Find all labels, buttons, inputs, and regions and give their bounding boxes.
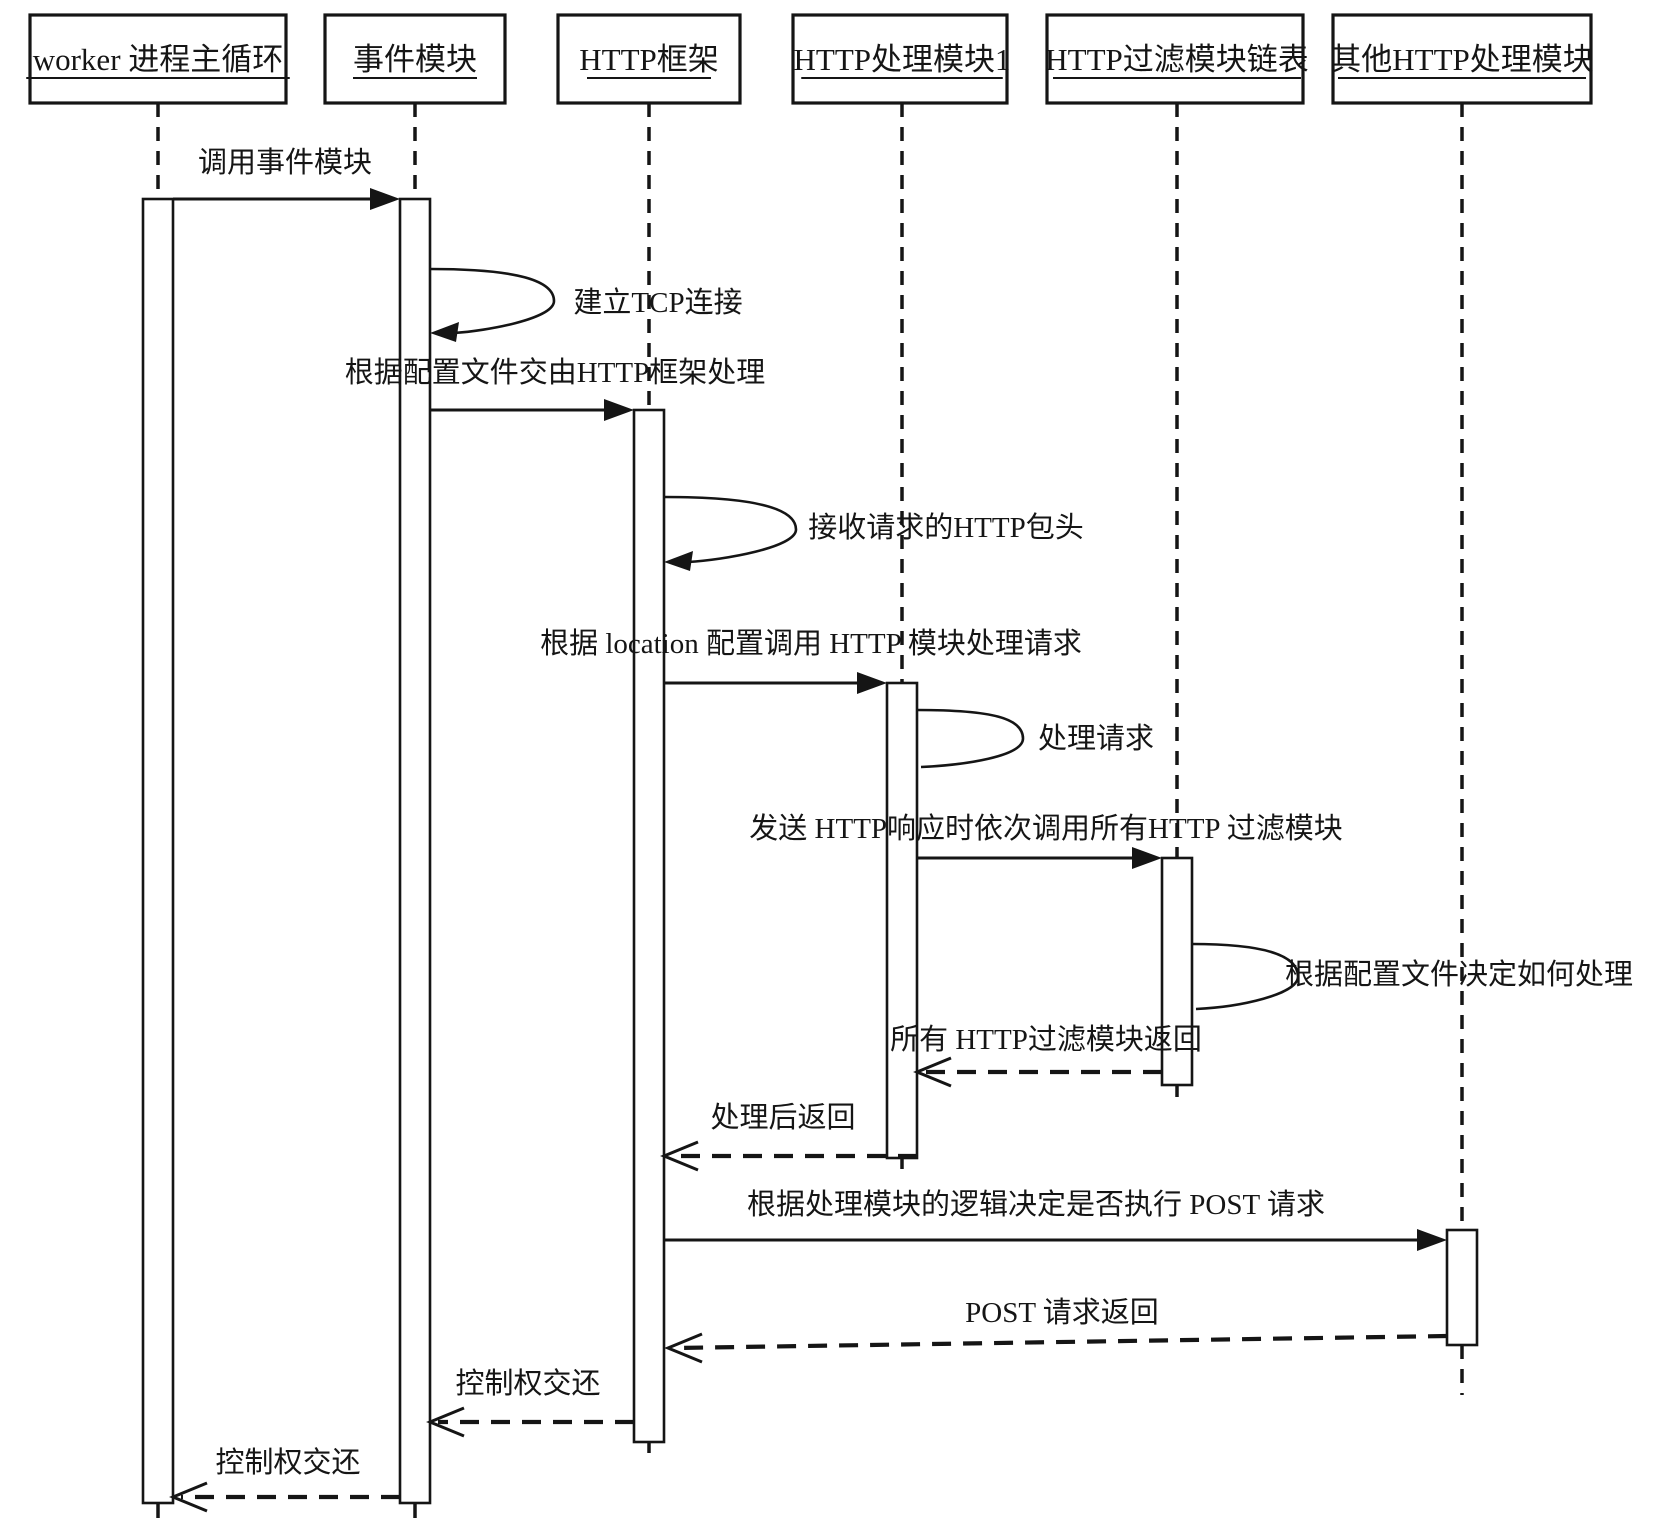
self-message-process-request-loop: [916, 708, 1025, 769]
activation-bar-http-handler-module-1: [885, 681, 919, 1160]
message-call-event-module-arrowhead: [370, 188, 400, 210]
return-post-request-line: [675, 1333, 1448, 1351]
participant-label-event-module: 事件模块: [353, 42, 477, 77]
message-execute-post-request-label: 根据处理模块的逻辑决定是否执行 POST 请求: [747, 1188, 1325, 1221]
message-handoff-to-http-framework-arrowhead: [604, 399, 634, 421]
message-handoff-to-http-framework-label: 根据配置文件交由HTTP框架处理: [345, 356, 766, 389]
participant-box-http-handler-module-1: [791, 13, 1009, 105]
return-control-to-event-module-label: 控制权交还: [455, 1367, 600, 1400]
activation-bar-other-http-handler-module: [1445, 1228, 1479, 1347]
participant-label-http-framework: HTTP框架: [579, 42, 719, 77]
return-control-to-worker-arrowhead: [169, 1481, 208, 1513]
participant-label-other-http-handler-module: 其他HTTP处理模块: [1330, 42, 1594, 77]
self-message-establish-tcp-connection-label: 建立TCP连接: [573, 286, 742, 319]
participant-label-http-filter-module-chain: HTTP过滤模块链表: [1045, 42, 1309, 77]
participant-box-http-filter-module-chain: [1045, 13, 1305, 105]
message-invoke-all-filter-modules-arrowhead: [1132, 847, 1162, 869]
return-control-to-event-module-arrowhead: [426, 1406, 465, 1438]
participant-label-http-handler-module-1: HTTP处理模块1: [794, 42, 1011, 77]
message-execute-post-request-arrowhead: [1417, 1229, 1447, 1251]
self-message-process-request-label: 处理请求: [1038, 722, 1154, 755]
self-message-establish-tcp-connection-loop: [429, 267, 556, 335]
self-message-decide-by-config-loop: [1191, 942, 1300, 1011]
message-call-event-module-label: 调用事件模块: [198, 146, 372, 179]
participant-box-other-http-handler-module: [1331, 13, 1593, 105]
self-message-establish-tcp-connection-arrowhead: [430, 322, 459, 342]
activation-bar-event-module: [398, 197, 432, 1505]
self-message-receive-http-header-loop: [663, 495, 798, 564]
return-all-filter-modules-label: 所有 HTTP过滤模块返回: [890, 1023, 1202, 1056]
message-invoke-http-module-by-location-label: 根据 location 配置调用 HTTP 模块处理请求: [540, 627, 1082, 660]
participant-label-worker-main-loop: worker 进程主循环: [33, 42, 284, 77]
return-after-processing-arrowhead: [660, 1140, 699, 1172]
self-message-decide-by-config-label: 根据配置文件决定如何处理: [1285, 958, 1633, 991]
activation-bar-http-framework: [632, 408, 666, 1444]
participant-box-worker-main-loop: [28, 13, 288, 105]
activation-bar-http-filter-module-chain: [1160, 856, 1194, 1087]
message-invoke-http-module-by-location-arrowhead: [857, 672, 887, 694]
self-message-receive-http-header-arrowhead: [664, 551, 693, 571]
participant-box-event-module: [323, 13, 507, 105]
return-after-processing-label: 处理后返回: [710, 1101, 855, 1134]
message-invoke-all-filter-modules-label: 发送 HTTP响应时依次调用所有HTTP 过滤模块: [749, 812, 1342, 845]
self-message-receive-http-header-label: 接收请求的HTTP包头: [808, 511, 1084, 544]
participant-box-http-framework: [556, 13, 742, 105]
return-control-to-worker-label: 控制权交还: [215, 1446, 360, 1479]
return-post-request-label: POST 请求返回: [965, 1296, 1159, 1329]
activation-bar-worker-main-loop: [141, 197, 175, 1505]
return-post-request-arrowhead: [664, 1332, 703, 1364]
return-all-filter-modules-arrowhead: [913, 1056, 952, 1088]
